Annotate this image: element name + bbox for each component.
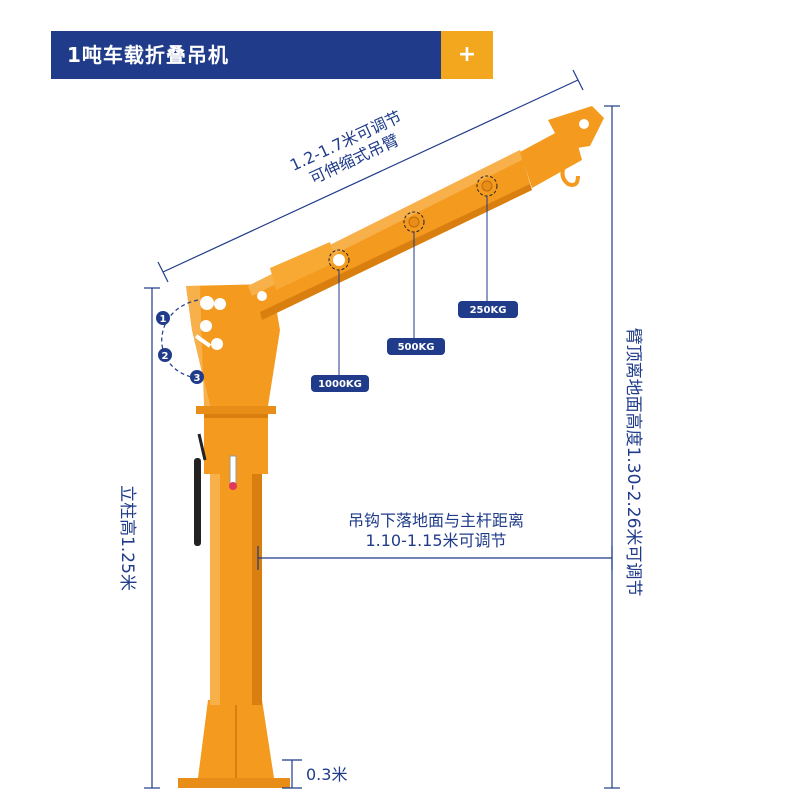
- hook-distance-label-2: 1.10-1.15米可调节: [365, 531, 506, 550]
- angle-marker-2: 2: [162, 351, 169, 362]
- column-pin: [229, 455, 237, 487]
- angle-marker-1: 1: [160, 314, 167, 325]
- boom-arm: [248, 150, 532, 320]
- arm-top-height-label: 臂顶离地面高度1.30-2.26米可调节: [623, 328, 643, 597]
- load-badge-1000: [311, 375, 369, 392]
- hook: [560, 161, 580, 187]
- base-height-label: 0.3米: [306, 765, 347, 784]
- page-title: 1吨车载折叠吊机: [51, 31, 441, 79]
- hook-distance-label-1: 吊钩下落地面与主杆距离: [348, 511, 524, 530]
- boom-sleeve: [270, 242, 336, 290]
- load-badge-500: [387, 338, 445, 355]
- load-label-1000: 1000KG: [318, 379, 362, 390]
- load-label-250: 250KG: [470, 305, 507, 316]
- column-height-label: 立柱高1.25米: [117, 485, 137, 591]
- jack-handle: [194, 458, 201, 546]
- arm-length-line: [162, 79, 579, 273]
- angle-marker-3: 3: [194, 373, 201, 384]
- load-badge-250: [458, 301, 518, 318]
- pivot-head: [186, 284, 280, 406]
- plus-button[interactable]: +: [441, 31, 493, 79]
- load-label-500: 500KG: [398, 342, 435, 353]
- base-plate: [178, 778, 290, 788]
- boom-tip: [548, 106, 604, 150]
- angle-arc: [161, 299, 199, 379]
